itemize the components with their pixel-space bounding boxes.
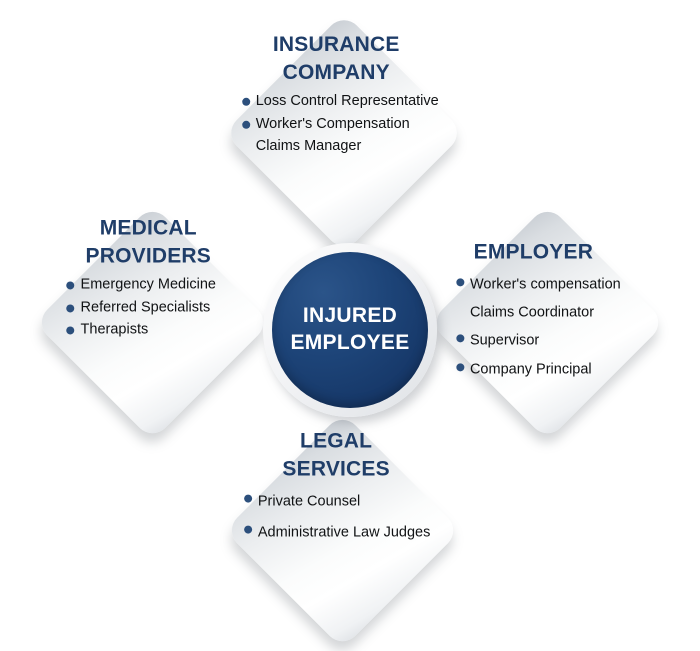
diamond-shape bbox=[223, 12, 465, 254]
center-node-injured-employee[interactable]: INJURED EMPLOYEE bbox=[263, 243, 437, 417]
node-medical-providers[interactable]: MEDICAL PROVIDERS Emergency Medicine Ref… bbox=[34, 204, 271, 441]
diamond-shape bbox=[224, 412, 461, 649]
center-circle-fill: INJURED EMPLOYEE bbox=[272, 252, 428, 408]
diamond-shape bbox=[429, 204, 666, 441]
center-node-label: INJURED EMPLOYEE bbox=[290, 304, 410, 354]
node-employer[interactable]: EMPLOYER Worker's compensation Claims Co… bbox=[429, 204, 666, 441]
diamond-shape bbox=[34, 204, 271, 441]
node-insurance-company[interactable]: INSURANCE COMPANY Loss Control Represent… bbox=[223, 12, 465, 254]
node-legal-services[interactable]: LEGAL SERVICES Private Counsel Administr… bbox=[224, 412, 461, 649]
